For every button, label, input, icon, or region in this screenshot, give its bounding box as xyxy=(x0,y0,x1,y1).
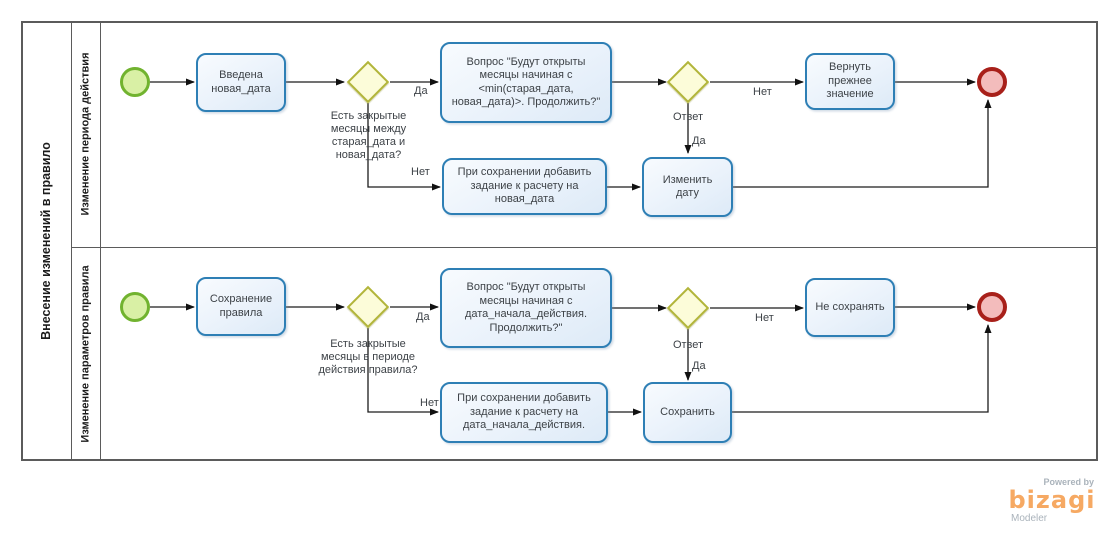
gateway-label-closed-months-lane2: Есть закрытые месяцы в периоде действия … xyxy=(318,338,418,376)
flow-label-no-4: Нет xyxy=(755,312,774,324)
lane-divider xyxy=(71,247,1098,248)
lane1-title-text: Изменение периода действия xyxy=(79,52,92,216)
lane-title-period-change: Изменение периода действия xyxy=(71,21,100,247)
flow-label-no-1: Нет xyxy=(411,166,430,178)
task-save-rule: Сохранение правила xyxy=(196,277,286,336)
end-event-lane2 xyxy=(977,292,1007,322)
flow-label-yes-2: Да xyxy=(692,135,706,147)
task-change-date: Изменить дату xyxy=(642,157,733,217)
bizagi-watermark: Powered by bizagi Modeler xyxy=(1006,477,1098,524)
end-event-lane1 xyxy=(977,67,1007,97)
task-save: Сохранить xyxy=(643,382,732,443)
flow-label-answer-2: Ответ xyxy=(672,339,704,351)
flow-label-answer-1: Ответ xyxy=(672,111,704,123)
task-add-calc-start-date: При сохранении добавить задание к расчет… xyxy=(440,382,608,443)
task-return-previous-value: Вернуть прежнее значение xyxy=(805,53,895,110)
flow-label-yes-3: Да xyxy=(416,311,430,323)
task-question-start-date: Вопрос "Будут открыты месяцы начиная с д… xyxy=(440,268,612,348)
lane-title-params-change: Изменение параметров правила xyxy=(71,247,100,461)
task-new-date-entered: Введена новая_дата xyxy=(196,53,286,112)
lane-title-divider xyxy=(100,21,101,461)
flow-label-no-3: Нет xyxy=(420,397,439,409)
start-event-lane1 xyxy=(120,67,150,97)
gateway-label-closed-months-lane1: Есть закрытые месяцы между старая_дата и… xyxy=(330,110,407,161)
modeler-text: Modeler xyxy=(1011,513,1048,524)
pool-title-divider xyxy=(71,21,72,461)
task-question-min-date: Вопрос "Будут открыты месяцы начиная с <… xyxy=(440,42,612,123)
start-event-lane2 xyxy=(120,292,150,322)
pool-title-text: Внесение изменений в правило xyxy=(39,142,53,340)
bizagi-logo: bizagi xyxy=(1008,486,1096,514)
task-add-calc-new-date: При сохранении добавить задание к расчет… xyxy=(442,158,607,215)
powered-by-text: Powered by xyxy=(1043,477,1094,487)
task-do-not-save: Не сохранять xyxy=(805,278,895,337)
lane2-title-text: Изменение параметров правила xyxy=(79,265,92,443)
pool-border xyxy=(21,21,1098,461)
pool-title: Внесение изменений в правило xyxy=(21,21,71,461)
flow-label-no-2: Нет xyxy=(753,86,772,98)
flow-label-yes-4: Да xyxy=(692,360,706,372)
flow-label-yes-1: Да xyxy=(414,85,428,97)
